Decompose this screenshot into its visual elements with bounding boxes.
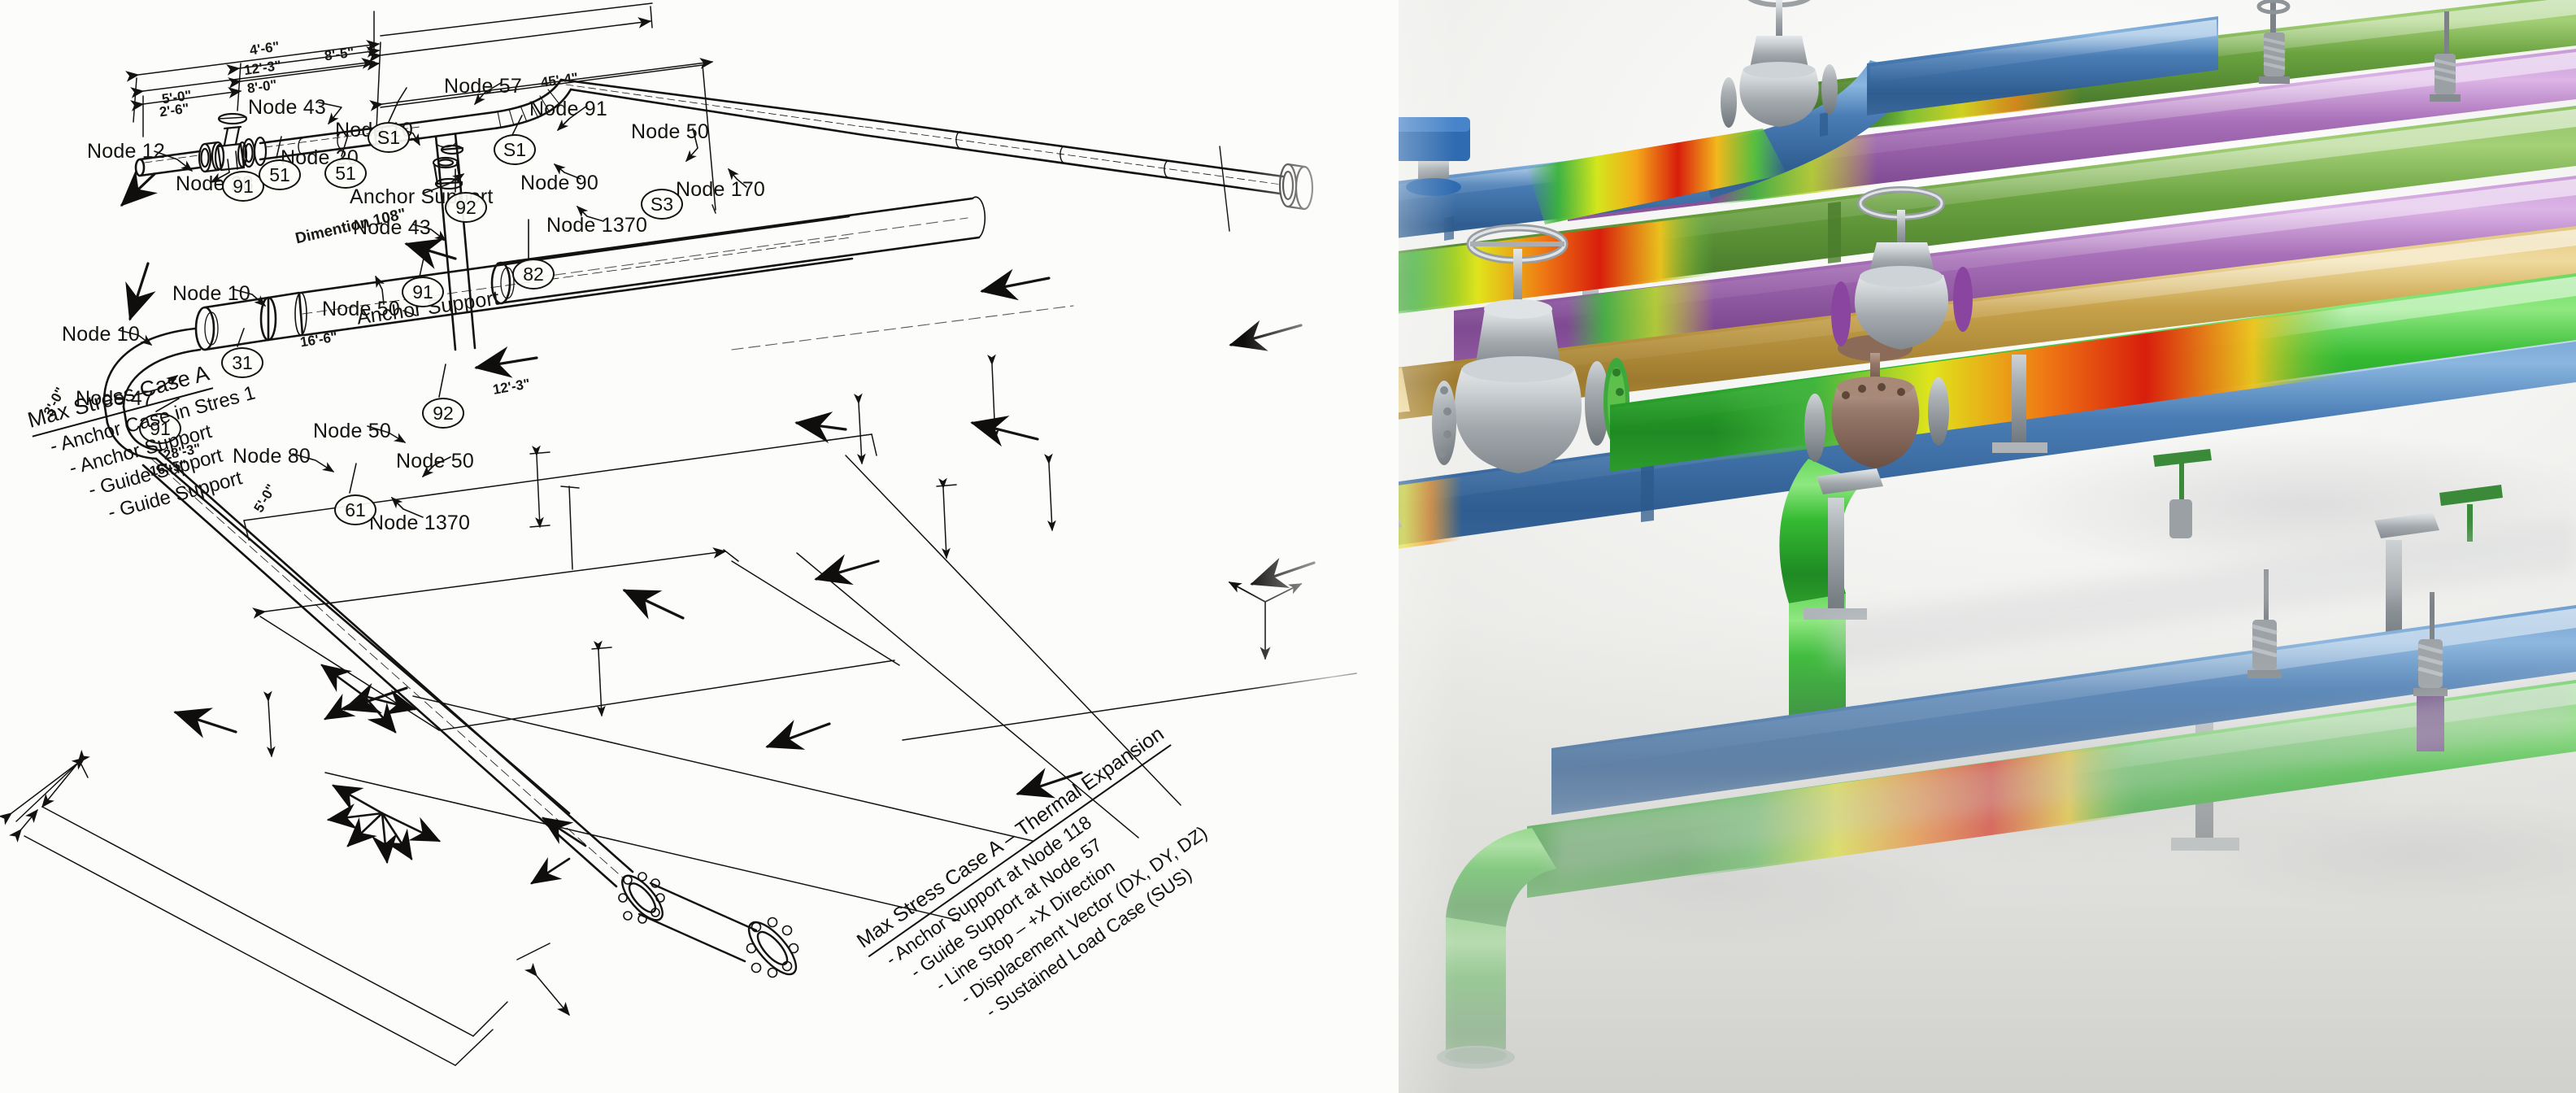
flange-node-170	[1278, 163, 1314, 211]
node-label-node-50-d: Node 50	[396, 450, 474, 472]
hidden-lines-mid	[520, 217, 1074, 351]
gate-valve-blue-top	[1721, 0, 1838, 128]
callout-bubble-91-a[interactable]: 91	[222, 171, 264, 202]
callout-bubble-91-b[interactable]: 91	[402, 277, 444, 307]
node-label-node-170: Node 170	[676, 178, 766, 201]
callout-bubble-51-a[interactable]: 51	[259, 159, 301, 190]
pipe-purple-lower	[1454, 176, 2576, 364]
dimension-frame-108	[243, 433, 877, 541]
dimension-45-4	[369, 58, 716, 214]
node-label-node-50-a: Node 50	[631, 120, 709, 143]
pipe-blue-bottom	[1551, 605, 2576, 815]
callout-bubble-82[interactable]: 82	[512, 259, 555, 290]
green-valve-handle	[2439, 485, 2503, 542]
spring-hanger-top-right-2	[2430, 11, 2461, 102]
pipe-run-bottom	[141, 451, 634, 888]
gate-valve-center	[1432, 224, 1609, 473]
isometric-drawing-panel: Node 12 Node 43 Node 10 Node 20 Node 28 …	[0, 2, 1357, 1066]
pipe-run-to-node170	[862, 118, 1285, 195]
callout-bubble-31[interactable]: 31	[221, 347, 263, 378]
pipe-run-top-right	[559, 78, 868, 137]
displacement-vector-cluster	[326, 784, 442, 864]
callout-bubble-91-c[interactable]: 91	[139, 413, 181, 444]
callout-bubble-92-b[interactable]: 92	[422, 398, 464, 429]
bubble-leaders	[155, 87, 529, 494]
displacement-vectors	[120, 169, 1316, 799]
node-label-node-90: Node 90	[520, 172, 598, 194]
node-label-node-43-b: Node 43	[353, 216, 431, 239]
pipe-support-column-5	[1992, 355, 2047, 453]
node-label-node-91: Node 91	[529, 98, 607, 120]
callout-bubble-s1-a[interactable]: S1	[368, 122, 410, 153]
ground-reflections	[1551, 520, 2576, 875]
pipe-run-lower-left	[194, 215, 854, 351]
callout-bubble-61[interactable]: 61	[334, 494, 376, 525]
callout-bubble-s1-b[interactable]: S1	[494, 134, 536, 165]
node-label-node-50-b: Node 50	[322, 298, 400, 320]
render-canvas	[1259, 0, 2576, 1069]
node-label-node-10-c: Node 10	[62, 323, 140, 346]
valve-anchor-support	[432, 144, 464, 190]
node-label-node-43-a: Node 43	[248, 96, 326, 119]
callout-bubble-51-b[interactable]: 51	[324, 158, 367, 189]
spring-hanger-top-right	[2256, 0, 2291, 84]
pipe-run-mid-horizontal	[490, 196, 986, 305]
displacement-vector-cluster-3	[530, 816, 587, 885]
displacement-vector-cluster-2	[320, 664, 417, 734]
callout-bubble-s3[interactable]: S3	[641, 189, 683, 220]
flange-bottom-node-1370	[618, 872, 799, 978]
valve-assembly-upper-left	[198, 112, 268, 173]
node-label-node-1370-a: Node 1370	[546, 214, 648, 237]
node-label-node-12: Node 12	[87, 140, 165, 163]
spring-hanger-mid-green	[2153, 449, 2212, 538]
node-label-node-47: Node 47	[76, 387, 154, 410]
elbow-upper-right	[486, 78, 572, 131]
gate-valve-green-upper	[1831, 186, 1973, 350]
node-label-node-50-c: Node 50	[313, 420, 391, 442]
drawing-canvas	[0, 2, 1357, 1066]
dimension-left-3ft	[41, 749, 90, 808]
dimension-ticks	[263, 354, 1056, 758]
node-label-node-1370-b: Node 1370	[369, 512, 471, 534]
dimension-frame-bottom	[0, 695, 1033, 1066]
axis-triad	[1228, 581, 1303, 660]
bronze-valve	[1804, 335, 1949, 468]
stress-render-panel	[1259, 0, 2576, 1093]
node-label-node-10-b: Node 10	[172, 282, 250, 305]
pipe-support-column-2	[1804, 468, 1883, 620]
node-label-node-80: Node 80	[233, 445, 311, 468]
callout-bubble-92-a[interactable]: 92	[445, 192, 487, 223]
leader-lines	[118, 82, 747, 518]
dimension-right-vertical	[1219, 146, 1230, 232]
node-label-node-57: Node 57	[444, 75, 522, 98]
